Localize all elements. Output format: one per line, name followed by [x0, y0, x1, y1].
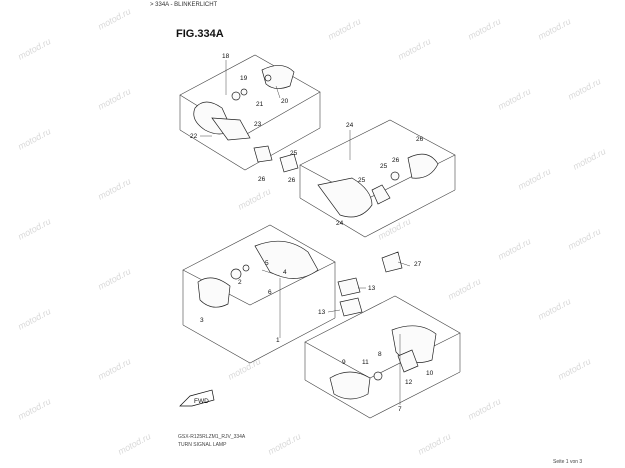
gasket-part	[230, 268, 242, 280]
watermark-text: motod.ru	[446, 276, 482, 302]
watermark-text: motod.ru	[326, 16, 362, 42]
watermark-text: motod.ru	[466, 396, 502, 422]
page-indicator: Seite 1 von 3	[553, 459, 583, 465]
bulb-part	[231, 91, 241, 101]
callout-19: 23	[254, 121, 262, 128]
figure-title: FIG.334A	[176, 28, 224, 40]
watermark-text: motod.ru	[536, 16, 572, 42]
callout-26: 26	[258, 176, 266, 183]
watermark-text: motod.ru	[236, 186, 272, 212]
watermark-text: motod.ru	[536, 296, 572, 322]
group-frame-edge	[179, 127, 321, 171]
callout-27: 27	[414, 261, 422, 268]
housing-part	[254, 240, 319, 279]
bulb-part	[373, 371, 383, 381]
watermark-text: motod.ru	[16, 126, 52, 152]
callout-18: 21	[256, 101, 264, 108]
callout-4: 4	[283, 269, 287, 276]
callout-20: 24	[346, 122, 354, 129]
bulb-part	[390, 171, 400, 181]
callout-24: 26	[392, 157, 400, 164]
lens-part	[317, 177, 373, 218]
callout-23: 24	[336, 220, 344, 227]
group-frame-edge	[304, 371, 461, 419]
callout-9: 9	[342, 359, 346, 366]
callout-3: 3	[200, 317, 204, 324]
callout-6: 6	[268, 289, 272, 296]
housing-part	[211, 117, 251, 141]
watermark-text: motod.ru	[376, 216, 412, 242]
watermark-text: motod.ru	[571, 146, 607, 172]
callout-26b: 26	[288, 177, 296, 184]
group-frame-edge	[182, 317, 336, 364]
socket-part	[240, 88, 248, 96]
watermark-text: motod.ru	[496, 86, 532, 112]
callout-25: 25	[290, 150, 298, 157]
callout-8: 8	[378, 351, 382, 358]
callout-13b: 13	[318, 309, 326, 316]
callout-16: 20	[281, 98, 289, 105]
group-frame-7	[304, 295, 461, 379]
watermark-text: motod.ru	[96, 266, 132, 292]
callout-13: 13	[368, 285, 376, 292]
watermark-text: motod.ru	[16, 216, 52, 242]
callout-15: 19	[240, 75, 248, 82]
watermark-text: motod.ru	[96, 176, 132, 202]
watermark-text: motod.ru	[16, 306, 52, 332]
callout-12: 12	[405, 379, 413, 386]
callout-11: 11	[362, 359, 369, 366]
bracket-part	[337, 277, 361, 297]
callout-17: 22	[190, 133, 198, 140]
callout-22: 26	[416, 136, 424, 143]
watermark-text: motod.ru	[566, 76, 602, 102]
lens-part	[197, 277, 231, 308]
callout-10: 10	[426, 370, 434, 377]
watermark-text: motod.ru	[416, 431, 452, 457]
watermark-text: motod.ru	[556, 356, 592, 382]
callout-5: 5	[265, 260, 269, 267]
watermark-text: motod.ru	[396, 36, 432, 62]
group-frame-edge	[299, 189, 456, 238]
watermark-text: motod.ru	[516, 166, 552, 192]
watermark-text: motod.ru	[16, 36, 52, 62]
callout-25b: 25	[358, 177, 366, 184]
diagram-caption: TURN SIGNAL LAMP	[178, 442, 227, 448]
watermark-layer: motod.ru motod.ru motod.ru motod.ru moto…	[16, 6, 607, 457]
bulb-part	[242, 264, 250, 272]
leader-lines	[200, 60, 411, 405]
lens-part	[261, 65, 295, 89]
watermark-text: motod.ru	[96, 86, 132, 112]
bracket-part	[339, 297, 363, 317]
watermark-text: motod.ru	[16, 396, 52, 422]
callout-7: 7	[398, 406, 402, 413]
watermark-text: motod.ru	[496, 236, 532, 262]
lens-part	[407, 153, 439, 179]
callouts: 18 19 21 20 23 22 25 26 26 24 26 25 26 2…	[190, 53, 434, 413]
callout-21: 25	[380, 163, 388, 170]
lens-part	[329, 371, 371, 400]
callout-2: 2	[238, 279, 242, 286]
bracket-part	[279, 153, 299, 173]
clamp-part	[381, 251, 403, 273]
fwd-label: FWD	[194, 398, 209, 405]
watermark-text: motod.ru	[96, 356, 132, 382]
model-code: GSX-R125RLZM1_RJV_334A	[178, 434, 246, 440]
callout-14: 18	[222, 53, 230, 60]
bulb-part	[264, 74, 272, 82]
bracket-part	[253, 145, 273, 163]
breadcrumb: > 334A - BLINKERLICHT	[150, 2, 218, 8]
forward-arrow-icon: FWD	[179, 389, 215, 407]
socket-part	[371, 184, 391, 205]
watermark-text: motod.ru	[96, 6, 132, 32]
watermark-text: motod.ru	[466, 16, 502, 42]
socket-part	[397, 349, 419, 373]
callout-1: 1	[276, 337, 280, 344]
watermark-text: motod.ru	[266, 431, 302, 457]
watermark-text: motod.ru	[566, 226, 602, 252]
watermark-text: motod.ru	[116, 431, 152, 457]
